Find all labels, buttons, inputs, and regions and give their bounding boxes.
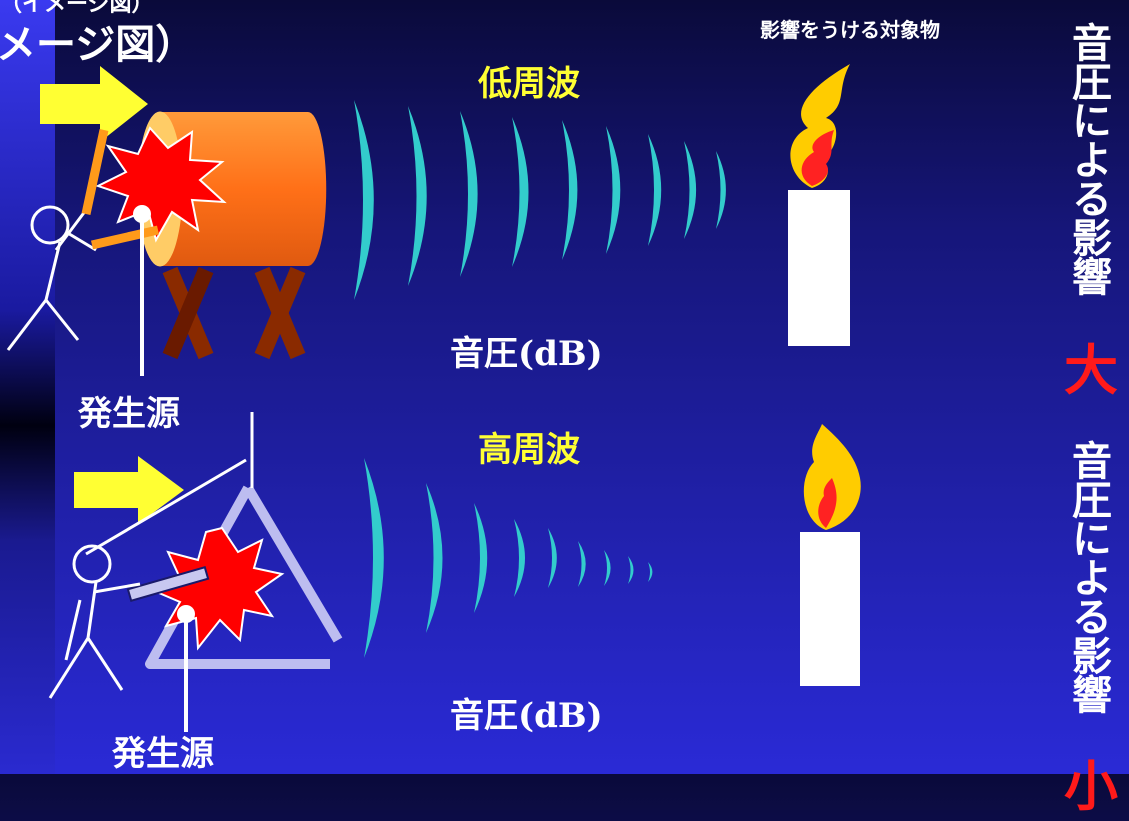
lower-wave-8	[628, 556, 634, 584]
lower-candle	[800, 424, 861, 686]
upper-wave-4	[512, 117, 529, 267]
upper-wave-3	[460, 111, 478, 277]
triangle-string	[85, 412, 254, 556]
upper-source-pointer	[133, 205, 151, 376]
upper-burst	[95, 126, 227, 243]
lower-wave-6	[578, 541, 586, 587]
beater	[126, 565, 210, 603]
sound-pressure-label-upper: 音圧(dB)	[450, 334, 603, 374]
upper-wave-9	[716, 151, 726, 229]
upper-wave-2	[408, 106, 427, 286]
drum-legs	[162, 266, 306, 360]
lower-wave-1	[364, 458, 384, 658]
lower-wave-4	[514, 519, 525, 597]
lower-wave-5	[548, 528, 557, 588]
effect-level-small: 小	[1064, 755, 1118, 818]
effect-label-upper: 音圧による影響	[1065, 22, 1111, 295]
effect-level-large: 大	[1064, 339, 1118, 402]
diagram-canvas	[6, 64, 861, 732]
target-object-label: 影響をうける対象物	[760, 18, 940, 42]
upper-candle	[788, 64, 850, 346]
lower-arrow	[74, 456, 184, 524]
title-top-fragment: （イメージ図）	[0, 0, 154, 17]
effect-label-lower: 音圧による影響	[1065, 440, 1111, 713]
source-label-lower: 発生源	[112, 734, 214, 774]
lower-source-pointer	[177, 605, 195, 732]
lower-wave-2	[426, 483, 443, 633]
low-frequency-label: 低周波	[478, 64, 580, 104]
upper-wave-6	[606, 126, 621, 254]
high-frequency-label: 高周波	[478, 430, 580, 470]
upper-arrow	[40, 66, 148, 142]
upper-person	[6, 205, 97, 351]
left-accent-bar	[0, 0, 55, 774]
upper-wave-7	[648, 134, 662, 246]
upper-wave-8	[684, 141, 697, 239]
upper-wave-5	[562, 120, 578, 260]
sound-pressure-label-lower: 音圧(dB)	[450, 696, 603, 736]
lower-person	[48, 544, 141, 699]
upper-sticks	[81, 129, 159, 250]
lower-waves	[364, 458, 653, 658]
lower-wave-9	[648, 562, 653, 582]
lower-wave-3	[474, 503, 488, 613]
source-label-upper: 発生源	[78, 394, 180, 434]
upper-waves	[354, 100, 726, 300]
upper-wave-1	[354, 100, 374, 300]
lower-wave-7	[604, 550, 611, 586]
page-title: メージ図）	[0, 22, 196, 68]
